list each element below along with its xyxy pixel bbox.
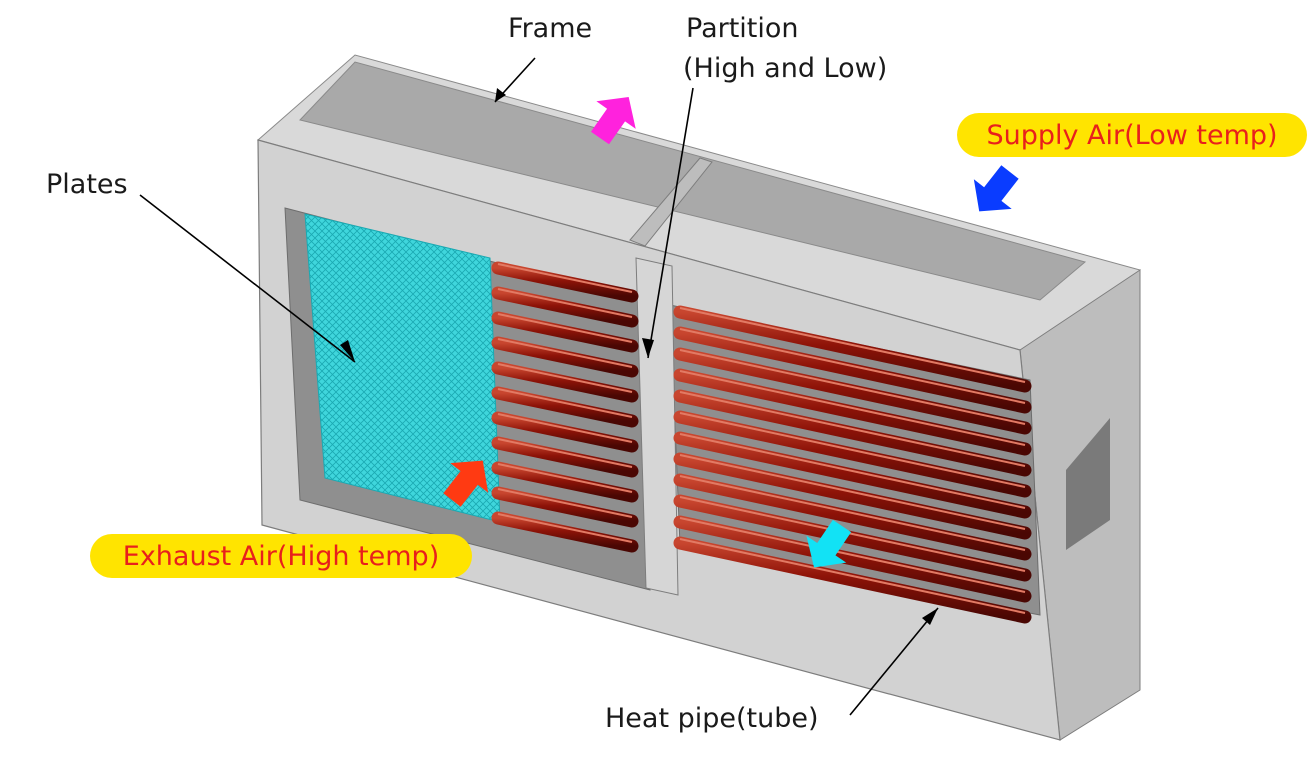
heat-pipe-tube-highlight [679,349,1026,425]
plates-label: Plates [46,169,128,200]
flow-arrow-magenta-icon [590,97,636,145]
heat-pipe-tube [673,410,1032,498]
heat-pipe-pointer-head [922,608,938,625]
heat-pipe-tube-highlight [497,488,633,518]
heat-pipe-tube [673,305,1032,393]
plates-pointer-line [139,194,356,363]
heat-pipe-tube [673,452,1032,540]
heat-pipe-tube-highlight [679,328,1026,404]
heat-pipe-tube-highlight [497,388,633,418]
exhaust-air-label: Exhaust Air(High temp) [122,540,440,572]
heat-pipe-tube-highlight [679,517,1026,593]
heat-pipe-tube [491,261,639,303]
heat-pipe-tube [673,347,1032,435]
partition-label-line1: Partition [686,13,799,44]
heat-pipe-tube-highlight [679,538,1026,614]
heat-pipe-tube [673,515,1032,603]
heat-pipe-label: Heat pipe(tube) [605,703,819,734]
heat-pipe-tube [491,486,639,528]
heat-pipe-tube [491,411,639,453]
heat-pipe-tube-highlight [679,412,1026,488]
heat-pipe-tube-highlight [679,391,1026,467]
exhaust-air-pill: Exhaust Air(High temp) [90,534,472,578]
heat-pipe-tubes-right [673,305,1032,624]
heat-pipe-tube-highlight [679,433,1026,509]
heat-pipe-pointer-line [849,607,939,716]
heat-pipe-tube-highlight [679,370,1026,446]
heat-pipe-tube-highlight [497,438,633,468]
heat-pipe-tube [673,431,1032,519]
frame-label: Frame [508,13,593,44]
partition-pointer-line [647,87,694,359]
flow-arrow-cyan-icon [806,519,852,568]
heat-pipe-tube-highlight [679,307,1026,383]
heat-pipe-tube-highlight [679,496,1026,572]
heat-pipe-tube [673,494,1032,582]
heat-pipe-tube-highlight [497,288,633,318]
flow-arrow-red-icon [443,460,489,507]
heat-pipe-tube-highlight [497,338,633,368]
heat-pipe-tube [491,436,639,478]
heat-pipe-tube-highlight [679,454,1026,530]
heat-pipe-tube [673,326,1032,414]
heat-pipe-tube [491,511,639,553]
partition-pointer-head [642,338,654,358]
heat-pipe-tube-highlight [497,513,633,543]
heat-pipe-tube-highlight [497,263,633,293]
heat-pipe-tube-highlight [497,313,633,343]
heat-pipe-tubes-left [491,261,639,553]
heat-pipe-tube-highlight [679,475,1026,551]
heat-pipe-tube [491,386,639,428]
heat-pipe-tube [673,389,1032,477]
flow-arrow-blue-icon [973,165,1019,212]
heat-pipe-tube-highlight [497,363,633,393]
heat-pipe-tube [491,361,639,403]
heat-pipe-tube-highlight [497,413,633,443]
supply-air-label: Supply Air(Low temp) [986,119,1278,151]
frame-pointer-head [495,88,506,102]
partition-label-line2: (High and Low) [683,53,888,84]
heat-pipe-tube [491,336,639,378]
plates-pointer-head [340,340,355,362]
heat-pipe-tube [491,311,639,353]
heat-pipe-tube [491,286,639,328]
supply-air-pill: Supply Air(Low temp) [957,113,1307,157]
heat-pipe-tube [491,461,639,503]
heat-pipe-tube [673,368,1032,456]
frame-right-recess [1066,418,1110,550]
heat-pipe-tube [673,473,1032,561]
heat-pipe-tube [673,536,1032,624]
heat-pipe-tube-highlight [497,463,633,493]
